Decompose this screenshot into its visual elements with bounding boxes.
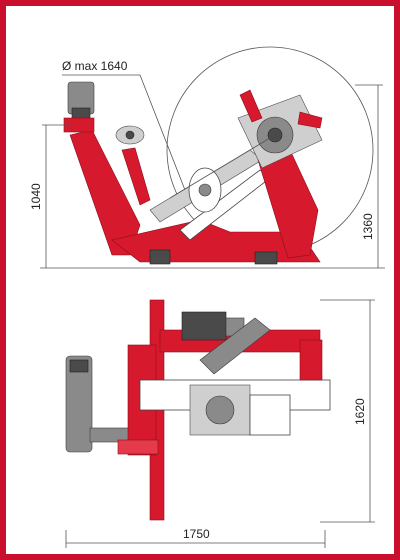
roller-wheel-hub [198,183,212,197]
top-view-motor [181,311,227,341]
dim-label-1620: 1620 [353,398,367,425]
top-view: 1620 1750 [65,299,375,548]
top-view-right-post [299,339,323,381]
base-foot-left [149,249,171,265]
top-view-chuck-guard [249,394,291,436]
bead-roller-hub [125,130,135,140]
chuck-jaw-right [297,111,323,129]
top-view-chuck-hub [205,395,235,425]
chuck-jaw-top [239,89,263,123]
dim-label-1040: 1040 [29,183,43,210]
chuck-spindle [267,127,283,143]
dim-label-1360: 1360 [361,213,375,240]
top-view-tool-left [65,355,93,453]
dim-label-diameter: Ø max 1640 [62,59,128,73]
base-foot-right [254,251,278,265]
dim-label-1750: 1750 [183,527,210,541]
second-tool-arm [121,147,151,206]
side-view: 1040 1360 Ø max 1640 [29,46,385,269]
top-view-column-clamp [117,439,159,455]
axis-line [169,137,271,199]
top-view-roller [199,317,271,375]
diameter-leader-line [62,74,186,191]
